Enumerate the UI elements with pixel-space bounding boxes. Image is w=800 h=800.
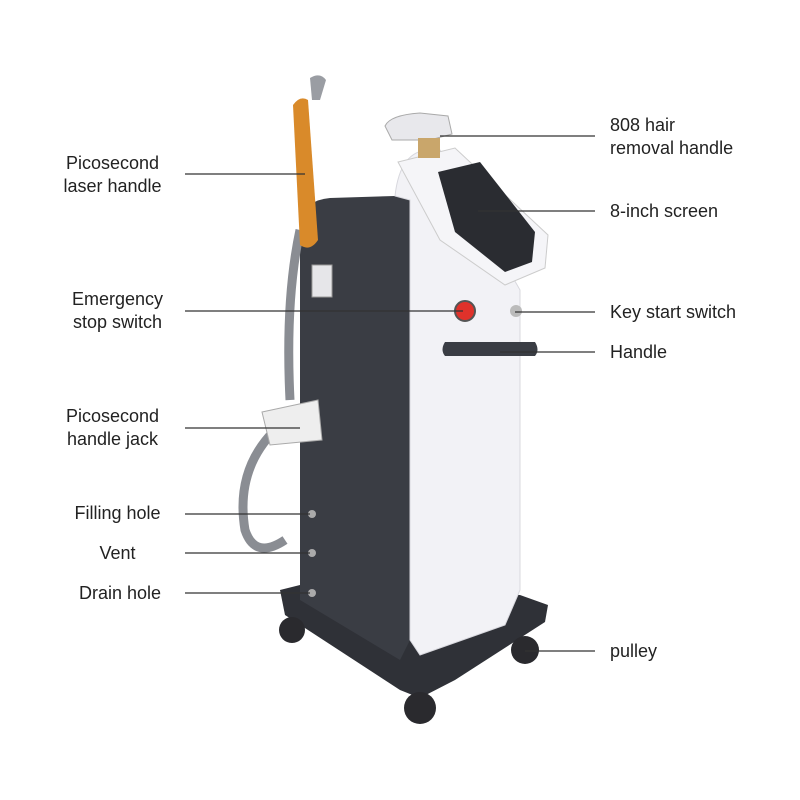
cable (238, 229, 305, 553)
screen (438, 162, 535, 272)
label-key-start-switch: Key start switch (610, 302, 737, 322)
label-emergency-stop-switch: Emergency stop switch (50, 288, 185, 334)
wheel (511, 636, 539, 664)
label-8-inch-screen: 8-inch screen (610, 201, 719, 221)
808-handle-mount (418, 138, 440, 158)
vent-port (308, 549, 316, 557)
label-line: 808 hair (610, 115, 676, 135)
wheel (404, 692, 436, 724)
label-vent: Vent (99, 543, 136, 563)
filling-hole-port (308, 510, 316, 518)
handle-tip (311, 264, 333, 298)
label-handle: Handle (610, 342, 668, 362)
label-picosecond-laser-handle: Picosecond laser handle (50, 152, 175, 198)
label-drain-hole: Drain hole (78, 583, 162, 603)
drain-hole-port (308, 589, 316, 597)
wheel (279, 617, 305, 643)
handle-jack (261, 399, 323, 446)
leader-lines (185, 135, 595, 652)
808-handle (384, 112, 453, 141)
label-filling-hole: Filling hole (74, 503, 161, 523)
label-line: laser handle (63, 176, 162, 196)
label-line: removal handle (610, 138, 734, 158)
label-line: Picosecond (65, 406, 160, 426)
side-panel (300, 196, 410, 660)
label-pulley: pulley (610, 641, 658, 661)
label-line: Emergency (71, 289, 164, 309)
label-line: stop switch (72, 312, 163, 332)
handle-hook (310, 75, 326, 100)
handlebar (442, 342, 538, 356)
picosecond-handle (293, 98, 318, 248)
label-line: Picosecond (65, 153, 160, 173)
label-picosecond-handle-jack: Picosecond handle jack (50, 405, 175, 451)
key-switch-icon (510, 305, 522, 317)
label-line: handle jack (66, 429, 159, 449)
label-808-hair-removal-handle: 808 hair removal handle (610, 114, 733, 160)
